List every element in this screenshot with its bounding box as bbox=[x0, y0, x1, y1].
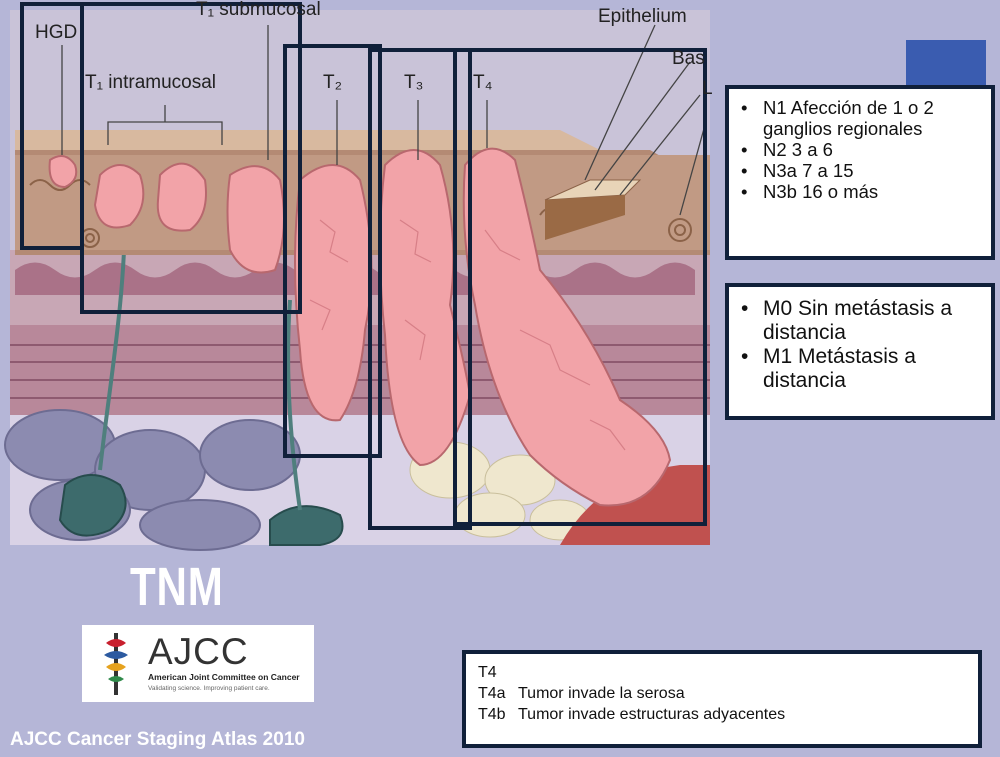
n-stage-box: N1 Afección de 1 o 2 ganglios regionales… bbox=[725, 85, 995, 260]
n-stage-item: N3b 16 o más bbox=[741, 181, 991, 202]
t4-row-text: Tumor invade estructuras adyacentes bbox=[518, 706, 785, 723]
label-t3: T₃ bbox=[404, 72, 423, 94]
n-stage-item: N2 3 a 6 bbox=[741, 139, 991, 160]
label-t1-submucosal: T₁ submucosal bbox=[196, 0, 321, 21]
tnm-title: TNM bbox=[130, 556, 224, 618]
label-l: L bbox=[702, 78, 713, 100]
m-stage-item: M1 Metástasis a distancia bbox=[741, 345, 991, 393]
t4-row-code: T4a bbox=[478, 683, 518, 704]
n-stage-item: N1 Afección de 1 o 2 ganglios regionales bbox=[741, 97, 991, 139]
t4-row-text: Tumor invade la serosa bbox=[518, 685, 685, 702]
n-stage-list: N1 Afección de 1 o 2 ganglios regionales… bbox=[729, 89, 991, 202]
label-t1-intramucosal: T₁ intramucosal bbox=[85, 72, 216, 94]
label-hgd: HGD bbox=[35, 22, 77, 44]
caduceus-icon bbox=[96, 629, 136, 699]
intestine-loops bbox=[5, 410, 300, 550]
m-stage-box: M0 Sin metástasis a distancia M1 Metásta… bbox=[725, 283, 995, 420]
m-stage-item: M0 Sin metástasis a distancia bbox=[741, 297, 991, 345]
logo-full-name: American Joint Committee on Cancer bbox=[148, 672, 300, 682]
tumor-t1-intramucosal-b bbox=[158, 164, 206, 231]
t4-row-code: T4b bbox=[478, 704, 518, 725]
tumor-t1-intramucosal-a bbox=[95, 165, 143, 228]
tumor-hgd bbox=[50, 156, 77, 187]
m-stage-list: M0 Sin metástasis a distancia M1 Metásta… bbox=[729, 287, 991, 393]
label-epithelium: Epithelium bbox=[598, 6, 687, 28]
label-bas: Bas bbox=[672, 48, 705, 70]
logo-name: AJCC bbox=[148, 631, 249, 673]
mucosa-upper-band bbox=[15, 130, 600, 150]
label-t4: T₄ bbox=[473, 72, 492, 94]
accent-square bbox=[906, 40, 986, 85]
logo-tagline: Validating science. Improving patient ca… bbox=[148, 685, 270, 692]
t4-title: T4 bbox=[478, 662, 966, 683]
tumor-t1-submucosal bbox=[228, 166, 285, 272]
n-stage-item: N3a 7 a 15 bbox=[741, 160, 991, 181]
footer-caption: AJCC Cancer Staging Atlas 2010 bbox=[10, 729, 305, 751]
ajcc-logo: AJCC American Joint Committee on Cancer … bbox=[82, 625, 314, 702]
label-t2: T₂ bbox=[323, 72, 342, 94]
